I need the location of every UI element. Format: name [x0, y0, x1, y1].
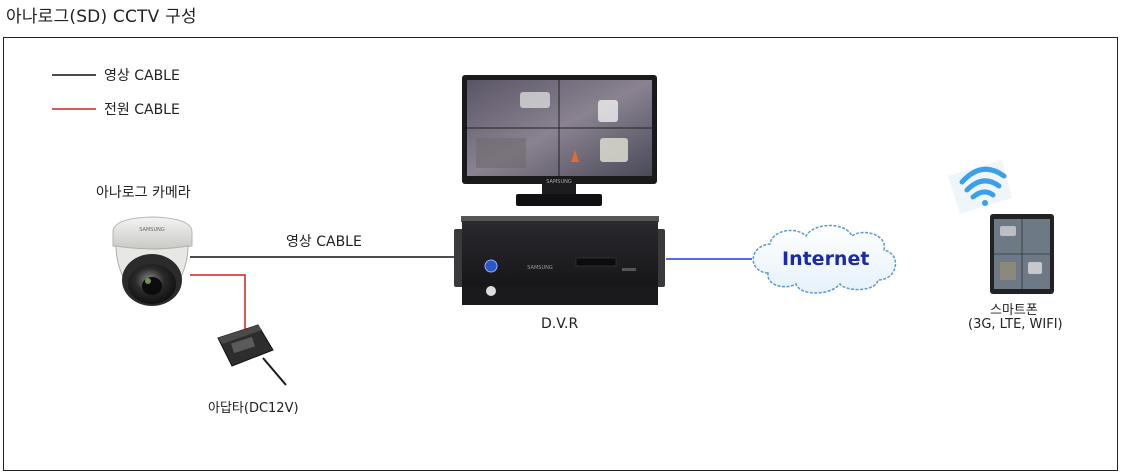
page-title: 아나로그(SD) CCTV 구성: [6, 7, 197, 27]
camera-icon: SAMSUNG: [112, 216, 193, 306]
legend-power-label: 전원 CABLE: [104, 102, 180, 118]
camera-label: 아나로그 카메라: [96, 185, 191, 201]
smartphone-label: 스마트폰: [990, 303, 1038, 318]
internet-cloud-icon: [752, 224, 897, 294]
smartphone-sublabel: (3G, LTE, WIFI): [968, 317, 1063, 332]
monitor-icon: SAMSUNG: [462, 75, 657, 206]
svg-text:SAMSUNG: SAMSUNG: [527, 265, 553, 271]
dvr-icon: SAMSUNG: [454, 216, 665, 305]
adapter-icon: [217, 324, 287, 386]
adapter-label: 아답타(DC12V): [208, 401, 299, 416]
internet-label: Internet: [782, 248, 870, 270]
dvr-label: D.V.R: [541, 316, 579, 332]
power-cable-camera-adapter: [190, 274, 246, 333]
svg-text:SAMSUNG: SAMSUNG: [139, 227, 165, 233]
wifi-icon: [948, 160, 1012, 214]
legend-video-label: 영상 CABLE: [104, 68, 180, 84]
cables: [190, 256, 752, 333]
svg-text:SAMSUNG: SAMSUNG: [546, 179, 572, 185]
cable-label: 영상 CABLE: [286, 234, 362, 250]
diagram-frame: [3, 37, 1118, 471]
legend: [52, 74, 96, 110]
smartphone-icon: [990, 214, 1054, 294]
